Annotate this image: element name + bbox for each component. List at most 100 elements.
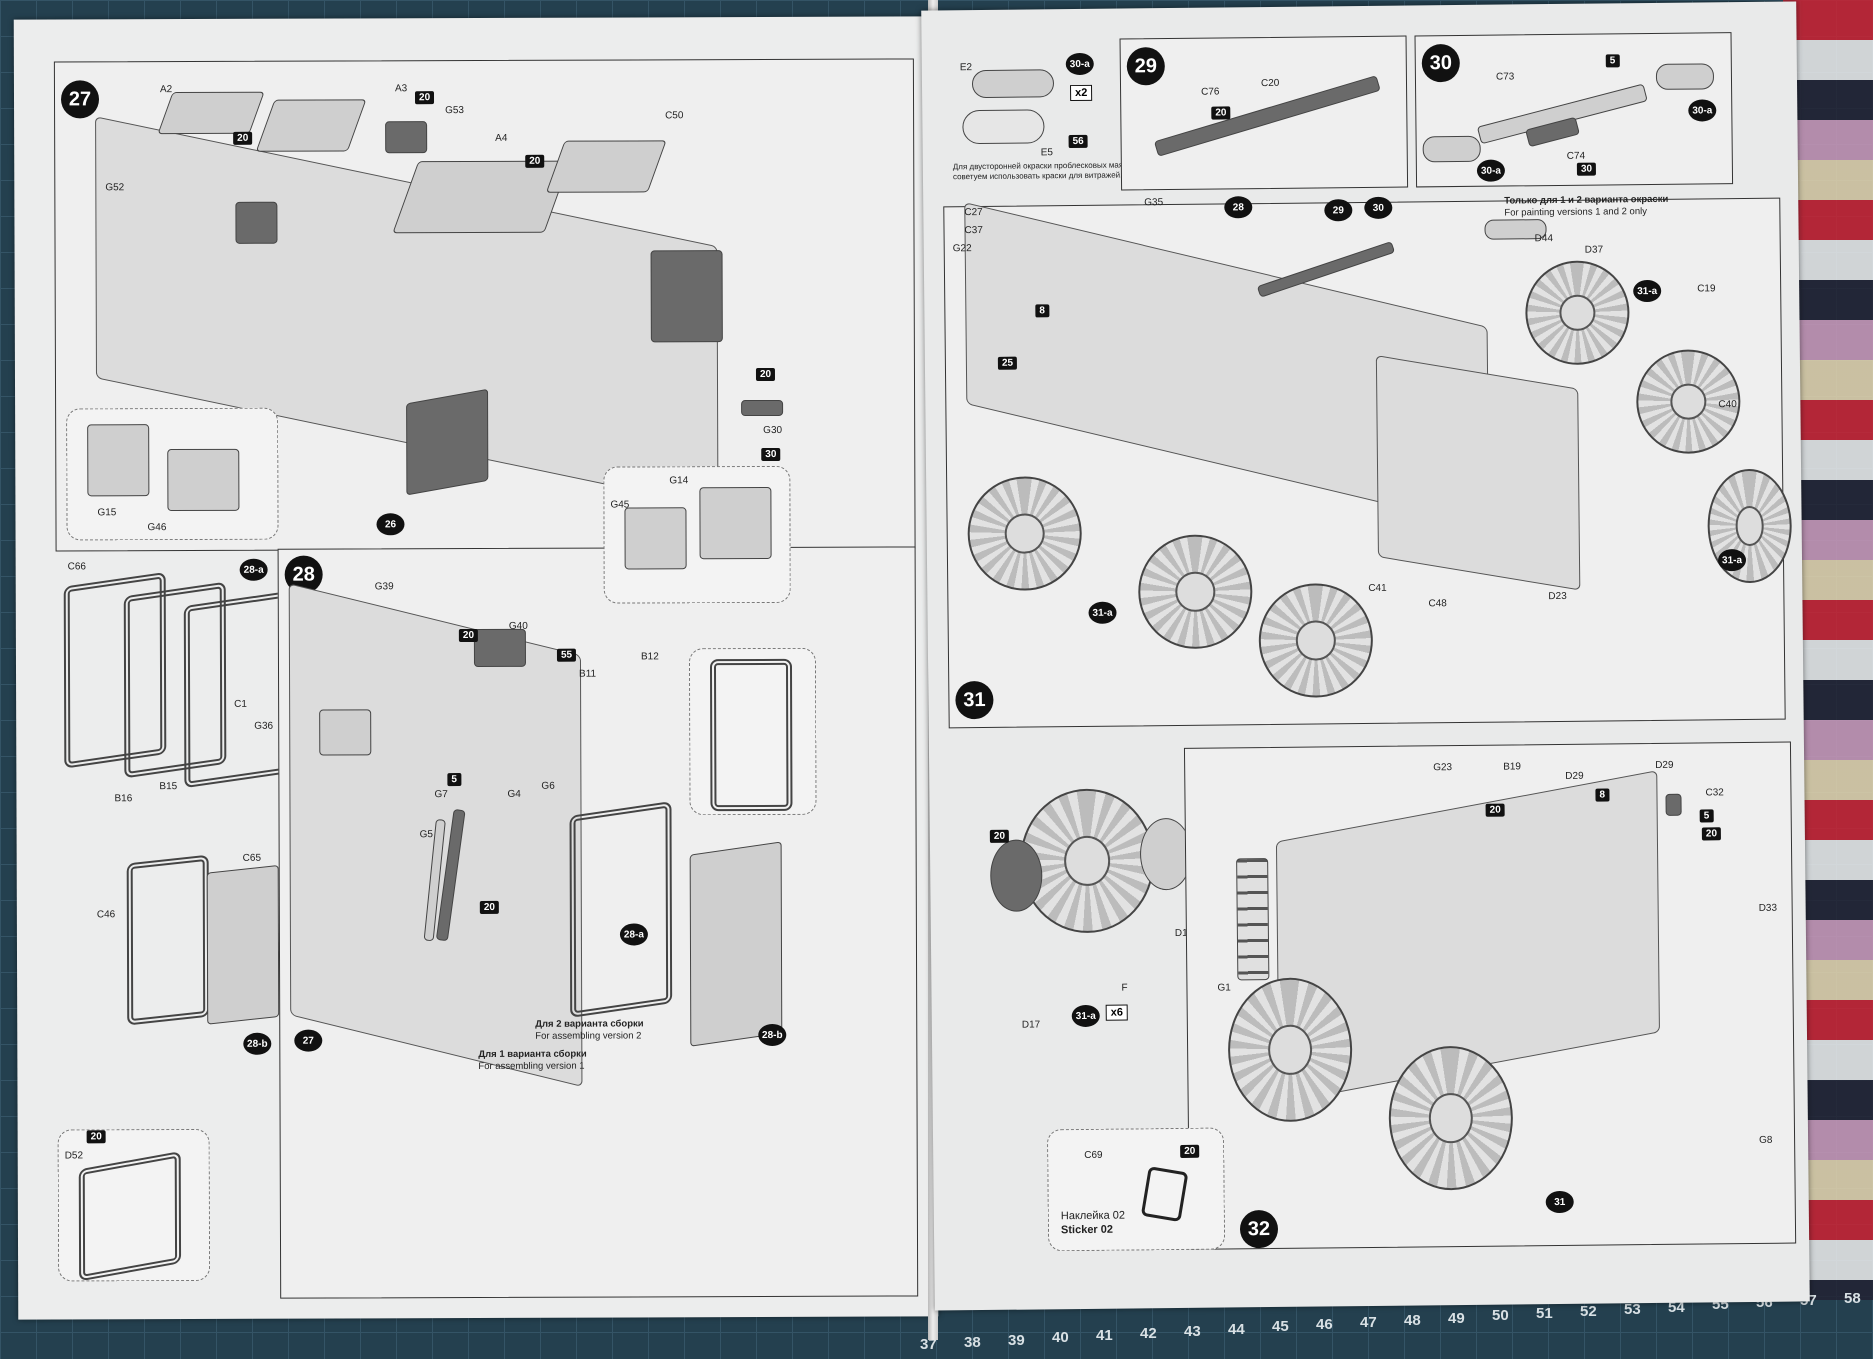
label-g14: G14 [669, 475, 689, 487]
ref-circle: 28 [1224, 196, 1253, 219]
paint-ref: 25 [997, 356, 1018, 370]
paint-ref: 20 [755, 367, 776, 382]
sticker-inset: C69 20 Наклейка 02 Sticker 02 [1046, 1127, 1226, 1252]
label-c32: C32 [1705, 787, 1724, 799]
door-frame-c46 [126, 854, 210, 1026]
ruler-mark: 48 [1404, 1311, 1421, 1329]
label-c27: C27 [964, 206, 983, 219]
label-d33: D33 [1758, 902, 1778, 914]
beacon-left [1422, 135, 1481, 163]
label-c46: C46 [96, 909, 116, 921]
label-g23: G23 [1433, 762, 1453, 774]
step-number: 27 [60, 80, 100, 119]
ruler-mark: 45 [1272, 1318, 1289, 1336]
rear-door-panel [689, 841, 783, 1047]
roof-panel-a2 [157, 91, 265, 135]
ref-circle: 31-a [1071, 1004, 1100, 1028]
ref-circle: 31 [1545, 1190, 1574, 1214]
paint-ref: 20 [1701, 827, 1722, 841]
detail-inset-hinge [688, 647, 817, 816]
ruler-mark: 52 [1580, 1303, 1597, 1320]
ruler-mark: 44 [1228, 1320, 1245, 1338]
label-a4: A4 [495, 132, 508, 144]
grille-g40 [473, 628, 526, 668]
paint-ref: 20 [989, 829, 1010, 843]
rear-door-frame [569, 801, 673, 1018]
ref-circle: 31-a [1088, 601, 1117, 624]
label-g39: G39 [374, 581, 394, 593]
label-g46: G46 [147, 522, 167, 534]
roof-panel-a3 [255, 99, 367, 152]
detail-inset-d52: D52 20 [57, 1128, 211, 1282]
label-g36: G36 [254, 720, 274, 732]
step-29-panel: 29 C76 C20 20 [1119, 35, 1409, 191]
version2-en: For assembling version 2 [535, 1030, 642, 1042]
paint-ref: 20 [233, 131, 253, 145]
label-b12: B12 [640, 651, 659, 663]
wheel [1388, 1045, 1514, 1191]
paint-ref: 30 [761, 447, 781, 462]
label-c76: C76 [1201, 86, 1220, 98]
label-d44: D44 [1534, 233, 1554, 245]
stowage-box [650, 250, 723, 343]
paint-ref: 8 [1595, 788, 1610, 802]
label-c65: C65 [242, 852, 262, 864]
paint-ref: 20 [479, 900, 499, 914]
painting-note: Только для 1 и 2 варианта окраски For pa… [1504, 194, 1668, 219]
step-28a-area: 28-a C66 C1 G36 B16 B15 [44, 558, 295, 840]
label-g35: G35 [1144, 197, 1164, 209]
label-g6: G6 [541, 780, 555, 792]
label-b11: B11 [579, 668, 597, 680]
part-g46 [167, 448, 240, 512]
paint-ref: 56 [1068, 134, 1088, 149]
ruler-mark: 43 [1184, 1322, 1201, 1340]
ref-circle: 26 [376, 513, 405, 536]
ruler-mark: 42 [1140, 1325, 1157, 1342]
sticker-en: Sticker 02 [1060, 1223, 1114, 1236]
label-c73: C73 [1495, 71, 1515, 83]
vehicle-cab [1375, 355, 1581, 591]
beacon-e5 [962, 109, 1045, 145]
label-d52: D52 [64, 1150, 84, 1162]
label-c37: C37 [964, 224, 983, 237]
label-d17: D17 [1021, 1019, 1041, 1031]
door-frame-detail [78, 1151, 182, 1282]
beacon-e2 [971, 69, 1055, 99]
label-g4: G4 [507, 788, 521, 800]
step-32-panel: G23 B19 D29 D29 C32 D33 G1 G8 8 5 20 20 … [1183, 741, 1797, 1250]
label-g53: G53 [445, 105, 464, 117]
ref-circle: 28-a [239, 558, 268, 581]
ruler-mark: 50 [1492, 1307, 1509, 1325]
label-d23: D23 [1548, 590, 1567, 603]
label-c19: C19 [1697, 283, 1716, 295]
ruler-mark: 49 [1448, 1309, 1465, 1327]
sticker-frame [1140, 1166, 1189, 1223]
paint-ref: 55 [556, 648, 577, 662]
paint-ref: 8 [1035, 304, 1049, 318]
panel-g53 [385, 121, 428, 154]
paint-ref: 20 [1211, 106, 1231, 120]
label-d29: D29 [1565, 770, 1584, 782]
ruler-mark: 41 [1096, 1327, 1113, 1345]
label-g5: G5 [419, 829, 433, 841]
ref-circle: 31-a [1633, 279, 1662, 303]
label-g15: G15 [97, 507, 117, 519]
label-a3: A3 [394, 83, 408, 95]
ruler-mark: 39 [1008, 1331, 1025, 1349]
label-c48: C48 [1428, 598, 1447, 610]
ref-circle: 28-a [619, 923, 648, 946]
label-g45: G45 [610, 499, 630, 511]
label-e5: E5 [1040, 147, 1054, 159]
part-g15 [87, 424, 150, 497]
detail-inset-g45-g14: G45 G14 [603, 465, 791, 604]
version2-note: Для 2 варианта сборки For assembling ver… [535, 1018, 643, 1042]
ref-circle: 28-b [758, 1023, 787, 1047]
label-c20: C20 [1260, 77, 1280, 90]
right-page: E2 E5 30-a x2 56 Для двусторонней окраск… [921, 1, 1810, 1311]
detail-inset-g15-g46: G15 G46 [66, 407, 279, 541]
step-number: 29 [1126, 47, 1166, 86]
step-number: 31 [955, 680, 994, 720]
paint-ref: 20 [458, 628, 479, 643]
multiplier-tag: x6 [1105, 1004, 1129, 1021]
step-number: 32 [1239, 1209, 1279, 1249]
